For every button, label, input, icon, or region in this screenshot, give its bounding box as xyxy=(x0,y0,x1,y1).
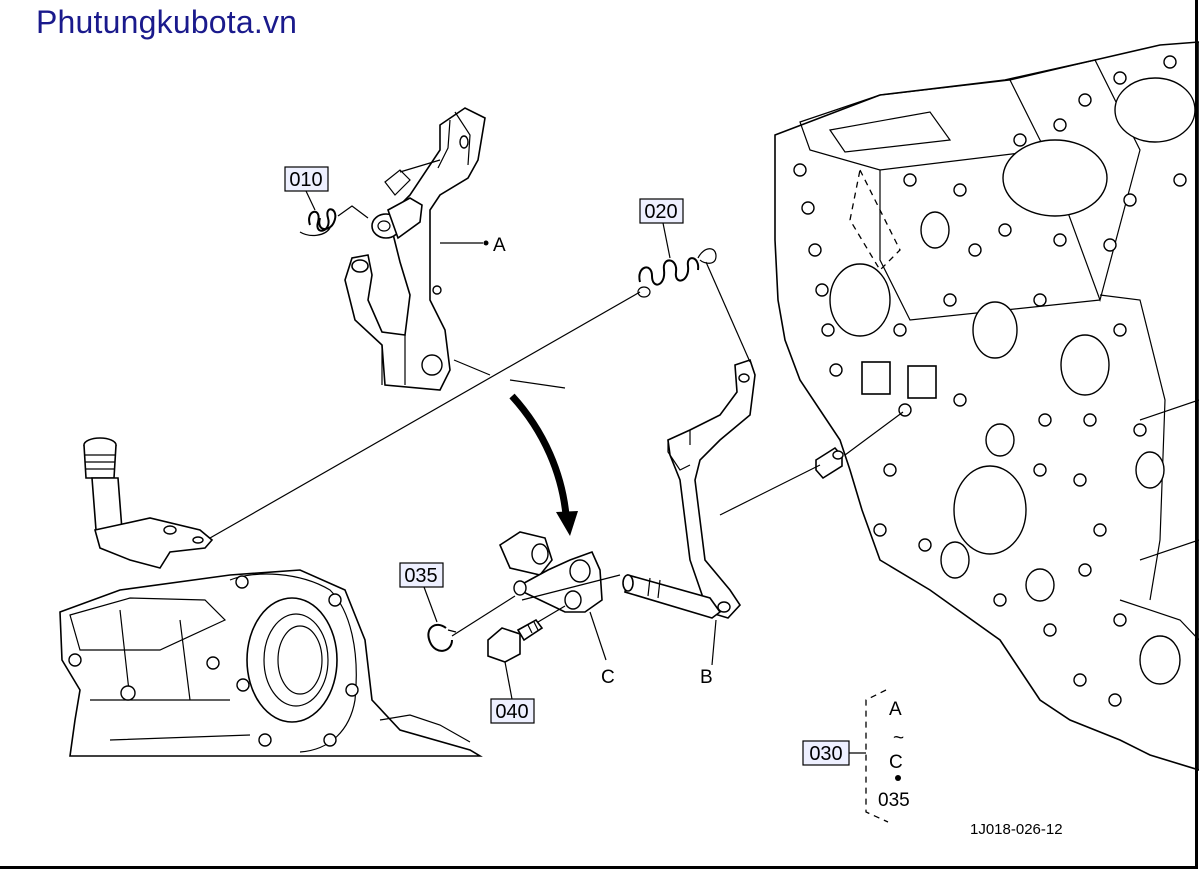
label-010[interactable]: 010 xyxy=(284,166,329,211)
ref-c-group: C xyxy=(589,611,615,688)
svg-text:C: C xyxy=(889,752,903,773)
svg-text:035: 035 xyxy=(404,565,437,587)
svg-text:A: A xyxy=(889,699,902,720)
svg-text:030: 030 xyxy=(809,743,842,765)
bushing xyxy=(815,446,844,480)
circlip-035 xyxy=(427,623,457,652)
gear-housing xyxy=(59,569,483,757)
bolt-040 xyxy=(487,618,544,663)
label-030[interactable]: 030 xyxy=(802,740,866,766)
spring-020 xyxy=(637,248,717,298)
svg-text:035: 035 xyxy=(878,790,910,811)
leader-lines xyxy=(209,240,904,637)
label-020[interactable]: 020 xyxy=(639,198,684,259)
svg-text:C: C xyxy=(601,667,615,688)
ref-letter-a: A xyxy=(493,235,506,256)
diagram-code: 1J018-026-12 xyxy=(970,821,1063,838)
engine-block xyxy=(774,41,1199,771)
svg-text:010: 010 xyxy=(289,169,322,191)
governor-shaft xyxy=(83,437,214,569)
group-030-bracket: A ~ C 035 xyxy=(865,689,910,823)
label-035[interactable]: 035 xyxy=(399,562,444,623)
watermark-text: Phutungkubota.vn xyxy=(36,4,298,40)
svg-text:040: 040 xyxy=(495,701,528,723)
svg-text:~: ~ xyxy=(893,728,904,749)
svg-text:020: 020 xyxy=(644,201,677,223)
lever-b xyxy=(667,358,756,619)
fork-lever-a xyxy=(344,107,486,391)
svg-text:B: B xyxy=(700,667,713,688)
ref-b-group: B xyxy=(700,619,717,688)
shaft-and-link-c xyxy=(498,531,722,619)
assembly-arrow xyxy=(509,393,578,536)
label-040[interactable]: 040 xyxy=(490,661,535,724)
spring-010 xyxy=(299,205,369,237)
